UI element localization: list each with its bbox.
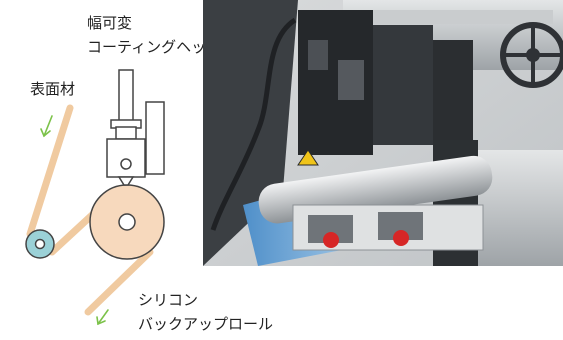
red-knob-left	[323, 232, 339, 248]
silicone-backup-roll	[89, 184, 165, 260]
head-body	[106, 138, 146, 178]
surface-material-label: 表面材	[30, 80, 76, 98]
head-plate	[145, 101, 165, 175]
arrow-down-left-icon	[96, 309, 109, 326]
machine-photo	[203, 0, 563, 266]
backup-roll-label-line1: シリコン	[138, 291, 199, 309]
red-knob-right	[393, 230, 409, 246]
web-incoming	[26, 104, 74, 238]
web-outgoing	[84, 248, 154, 316]
handwheel	[500, 22, 563, 88]
arrow-down-left-icon	[40, 115, 53, 138]
head-shaft	[118, 69, 134, 123]
coating-head-label-line1: 幅可変	[87, 14, 133, 32]
backup-roll-label-line2: バックアップロール	[138, 315, 274, 333]
head-pivot	[120, 158, 132, 170]
idler-roll	[25, 229, 55, 259]
coating-head	[106, 69, 165, 186]
coating-head-label-line2: コーティングヘッド	[87, 38, 222, 56]
head-tip	[117, 176, 135, 186]
head-block	[115, 126, 137, 140]
